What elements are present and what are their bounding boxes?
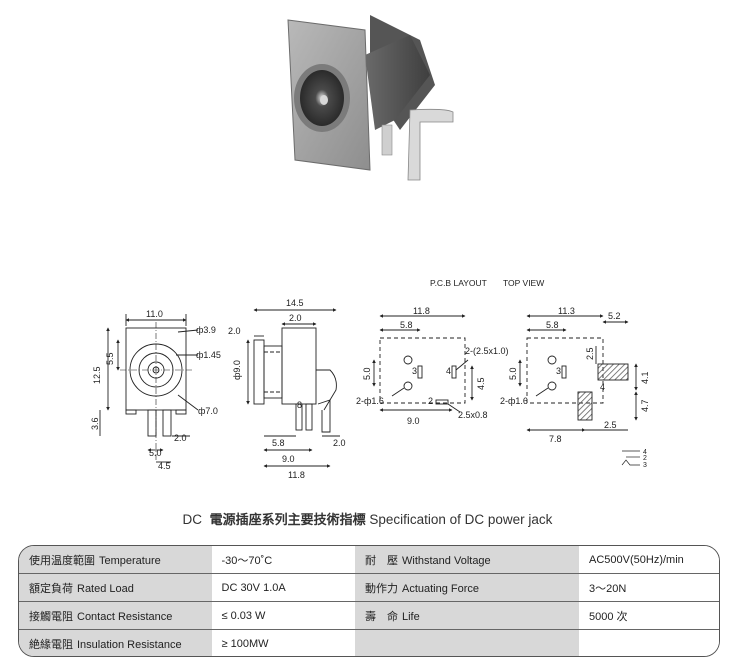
pcb-layout-drawing <box>372 314 474 413</box>
dim-label: 5.0 <box>508 367 518 380</box>
dim-label: ф3.9 <box>196 325 216 335</box>
top-view-drawing <box>518 314 638 432</box>
dim-label: 4.5 <box>158 461 171 471</box>
top-view-label: TOP VIEW <box>503 278 544 288</box>
dim-label: 4.5 <box>476 377 486 390</box>
spec-value: ≥ 100MW <box>211 629 355 656</box>
dim-label: 2.5 <box>585 347 595 360</box>
spec-value: 3～20N <box>579 573 719 602</box>
spec-title-en: Specification of DC power jack <box>369 512 553 527</box>
dim-label: 4 <box>600 382 605 392</box>
dim-label: 2.5 <box>604 420 617 430</box>
dim-label: 2.0 <box>174 433 187 443</box>
dim-label: 12.5 <box>92 366 102 384</box>
dim-label: 5.8 <box>546 320 559 330</box>
technical-drawings: P.C.B LAYOUT TOP VIEW 11.0 ф3.9 ф1.45 ф7… <box>90 278 650 480</box>
dim-label: 3 <box>556 366 561 376</box>
spec-value: AC500V(50Hz)/min <box>579 546 719 574</box>
dim-label: 11.3 <box>558 306 575 316</box>
dim-label: 2-ф1.6 <box>356 396 384 406</box>
product-photo <box>287 15 454 181</box>
pin-schematic-symbol <box>621 450 640 466</box>
pcb-layout-label: P.C.B LAYOUT <box>430 278 487 288</box>
dim-label: 8 <box>297 400 302 410</box>
dim-label: 2-ф1.6 <box>500 396 528 406</box>
dim-label: 9.0 <box>282 454 295 464</box>
dim-label: ф9.0 <box>232 360 242 380</box>
dim-label: 4.1 <box>640 371 650 384</box>
dim-label: 11.8 <box>413 306 430 316</box>
dim-label: 5.2 <box>608 311 621 321</box>
dim-label: 5.8 <box>400 320 413 330</box>
dim-label: 3 <box>412 366 417 376</box>
dim-label: 9.0 <box>407 416 420 426</box>
dim-label: 2 <box>428 396 433 406</box>
spec-value: DC 30V 1.0A <box>211 573 355 602</box>
spec-title-prefix: DC <box>182 512 203 527</box>
dim-label: 4 <box>446 366 451 376</box>
dim-label: 5.8 <box>272 438 285 448</box>
dim-label: 3.6 <box>90 417 100 430</box>
side-view-drawing <box>246 308 340 468</box>
dim-label: 5.5 <box>105 352 115 365</box>
dim-label: 2.0 <box>228 326 241 336</box>
spec-value: 5000 次 <box>579 601 719 630</box>
spec-title-cjk: 電源插座系列主要技術指標 <box>209 513 366 528</box>
dim-label: 5.0 <box>362 367 372 380</box>
dim-label: 7.8 <box>549 434 562 444</box>
dim-label: 14.5 <box>286 298 304 308</box>
dim-label: ф7.0 <box>198 406 218 416</box>
dim-label: ф1.45 <box>196 350 221 360</box>
dim-label: 2.5x0.8 <box>458 410 488 420</box>
dim-label: 11.0 <box>146 309 163 319</box>
pin-label: 2 <box>643 455 647 462</box>
front-view-drawing <box>99 314 199 463</box>
dim-label: 2-(2.5x1.0) <box>465 346 509 356</box>
spec-key <box>355 629 579 656</box>
spec-title: DC 電源插座系列主要技術指標 Specification of DC powe… <box>0 509 735 528</box>
dim-label: 4.7 <box>640 399 650 412</box>
dim-label: 2.0 <box>289 313 302 323</box>
dim-label: 2.0 <box>333 438 346 448</box>
dim-label: 5.0 <box>149 448 162 458</box>
spec-value: -30～70˚C <box>211 546 355 574</box>
pin-label: 3 <box>643 462 647 469</box>
spec-value: ≤ 0.03 W <box>211 601 355 630</box>
spec-value <box>579 629 719 656</box>
dim-label: 11.8 <box>288 470 305 480</box>
pin-label: 4 <box>643 449 647 456</box>
